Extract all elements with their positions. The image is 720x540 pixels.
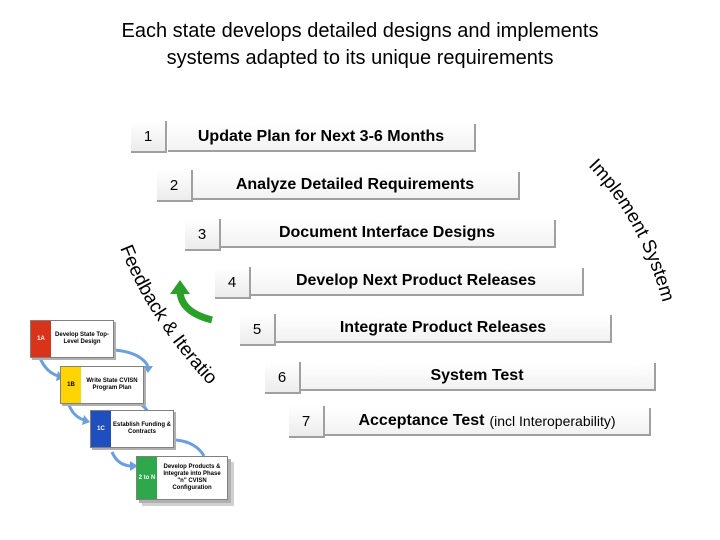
step-5-label: Integrate Product Releases (339, 319, 547, 336)
step-1-number: 1 (131, 121, 167, 153)
step-6-label: System Test (430, 367, 524, 384)
step-2-label: Analyze Detailed Requirements (235, 176, 475, 193)
step-4-number: 4 (215, 267, 251, 299)
mini-step-1c-text: Establish Funding & Contracts (113, 422, 171, 435)
step-7-label: Acceptance Test (358, 412, 485, 429)
mini-flow-arrow-2-icon (66, 401, 85, 422)
step-7-box: Acceptance Test (incl Interoperability) (325, 408, 651, 436)
step-2-number: 2 (157, 170, 193, 202)
feedback-arrow-icon (170, 280, 213, 324)
mini-step-1a-card: 1A Develop State Top-Level Design (30, 320, 114, 358)
step-2-box: Analyze Detailed Requirements (192, 172, 520, 200)
mini-step-1c-tab: 1C (91, 411, 111, 447)
step-5-number: 5 (240, 314, 276, 346)
step-4-label: Develop Next Product Releases (295, 272, 537, 289)
mini-step-1a-text: Develop State Top-Level Design (55, 332, 109, 345)
mini-flow-arrowhead-3-icon (143, 366, 153, 373)
mini-step-2n-tab: 2 to N (137, 457, 157, 499)
mini-flow-arrow-1-icon (38, 357, 59, 378)
mini-step-1b-tab: 1B (61, 367, 81, 403)
step-3-number: 3 (185, 219, 221, 251)
step-5-box: Integrate Product Releases (276, 315, 612, 343)
mini-flow-arrowhead-2-icon (82, 415, 90, 425)
step-1-box: Update Plan for Next 3-6 Months (168, 124, 476, 152)
step-7-number: 7 (289, 406, 325, 438)
step-1-label: Update Plan for Next 3-6 Months (197, 128, 445, 145)
step-6-number: 6 (265, 362, 301, 394)
step-3-box: Document Interface Designs (220, 220, 556, 248)
step-4-box: Develop Next Product Releases (250, 268, 584, 296)
slide-title: Each state develops detailed designs and… (0, 18, 720, 72)
mini-step-1b-card: 1B Write State CVISN Program Plan (60, 366, 144, 404)
slide-title-line-2: systems adapted to its unique requiremen… (166, 47, 554, 69)
mini-step-1c-card: 1C Establish Funding & Contracts (90, 410, 174, 448)
mini-step-1a-tab: 1A (31, 321, 51, 357)
slide-title-line-1: Each state develops detailed designs and… (121, 20, 599, 42)
mini-flow-arrow-4-icon (110, 451, 133, 468)
mini-step-2n-card: 2 to N Develop Products & Integrate into… (136, 456, 228, 500)
mini-step-1b-text: Write State CVISN Program Plan (86, 378, 138, 391)
step-3-label: Document Interface Designs (278, 224, 496, 241)
step-6-box: System Test (300, 363, 656, 391)
step-7-note: (incl Interoperability) (489, 413, 616, 429)
mini-step-2n-text: Develop Products & Integrate into Phase … (163, 464, 221, 491)
